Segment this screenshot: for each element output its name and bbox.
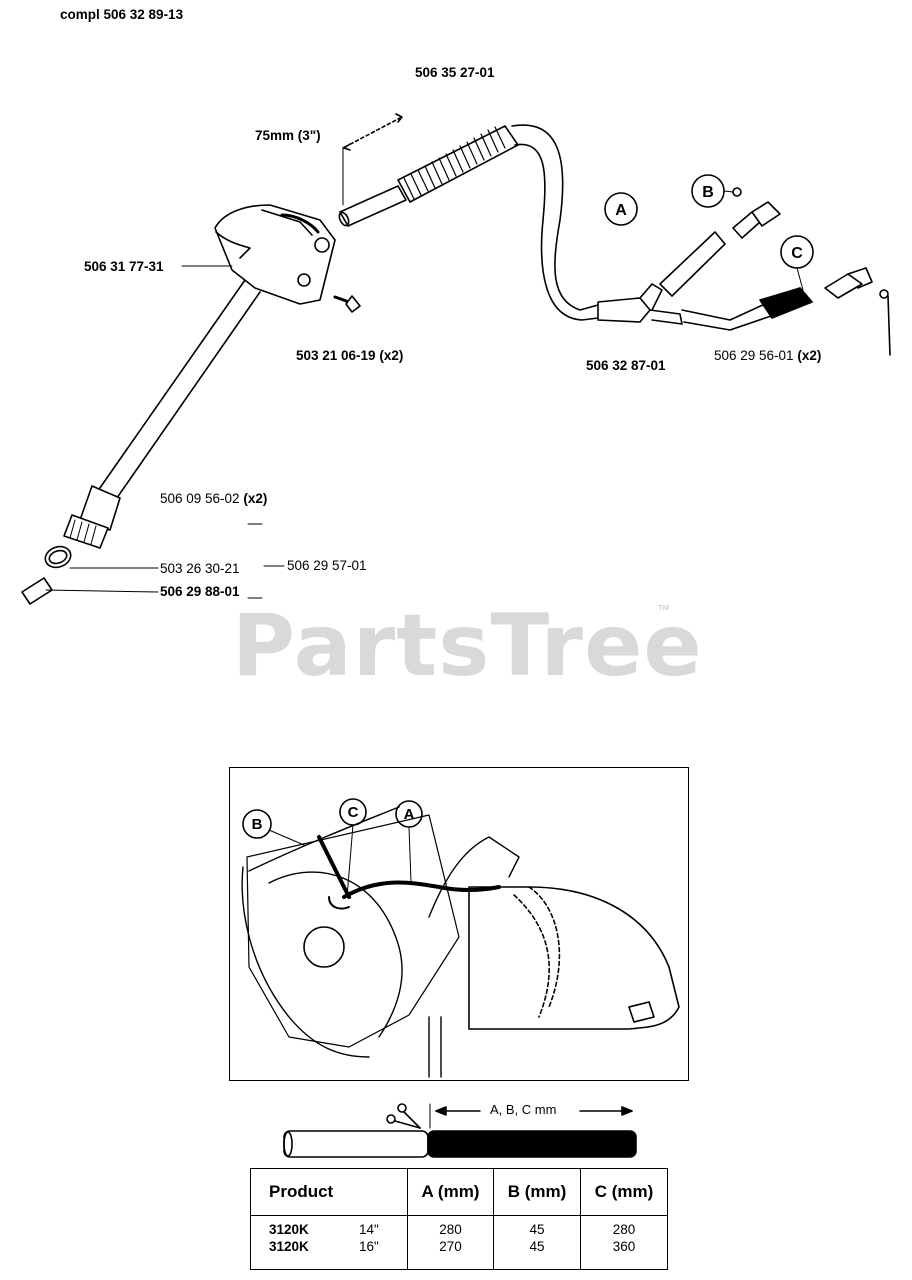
trademark-symbol: ™	[657, 602, 670, 617]
part-clip: 506 09 56-02 (x2)	[160, 491, 268, 506]
callout-c-label: C	[791, 245, 803, 262]
part-hose-main: 506 35 27-01	[415, 65, 495, 80]
header-c: C (mm)	[580, 1168, 668, 1216]
partstree-watermark: PartsTree	[232, 596, 703, 696]
callout-a-label: A	[615, 202, 627, 219]
part-nipple: 506 29 88-01	[160, 584, 240, 599]
part-screw: 503 21 06-19 (x2)	[296, 348, 404, 363]
header-product: Product	[250, 1168, 408, 1216]
part-tee: 506 32 87-01	[586, 358, 666, 373]
header-b: B (mm)	[493, 1168, 582, 1216]
cut-length-label: A, B, C mm	[490, 1102, 557, 1117]
inset-callout-a: A	[404, 806, 415, 823]
length-note: 75mm (3")	[255, 128, 321, 143]
part-o-ring: 503 26 30-21	[160, 561, 240, 576]
part-coupling: 506 29 57-01	[287, 558, 367, 573]
scissors-icon	[386, 1103, 421, 1129]
assembly-label: compl 506 32 89-13	[60, 7, 184, 22]
part-valve-body: 506 31 77-31	[84, 259, 164, 274]
header-a: A (mm)	[406, 1168, 495, 1216]
inset-callout-c: C	[348, 804, 359, 821]
callout-b-label: B	[702, 184, 714, 201]
part-clamp: 506 29 56-01 (x2)	[714, 348, 822, 363]
table-header-row: Product A (mm) B (mm) C (mm)	[250, 1168, 668, 1216]
saw-inset-frame	[229, 767, 689, 1081]
inset-callout-b: B	[252, 816, 263, 833]
